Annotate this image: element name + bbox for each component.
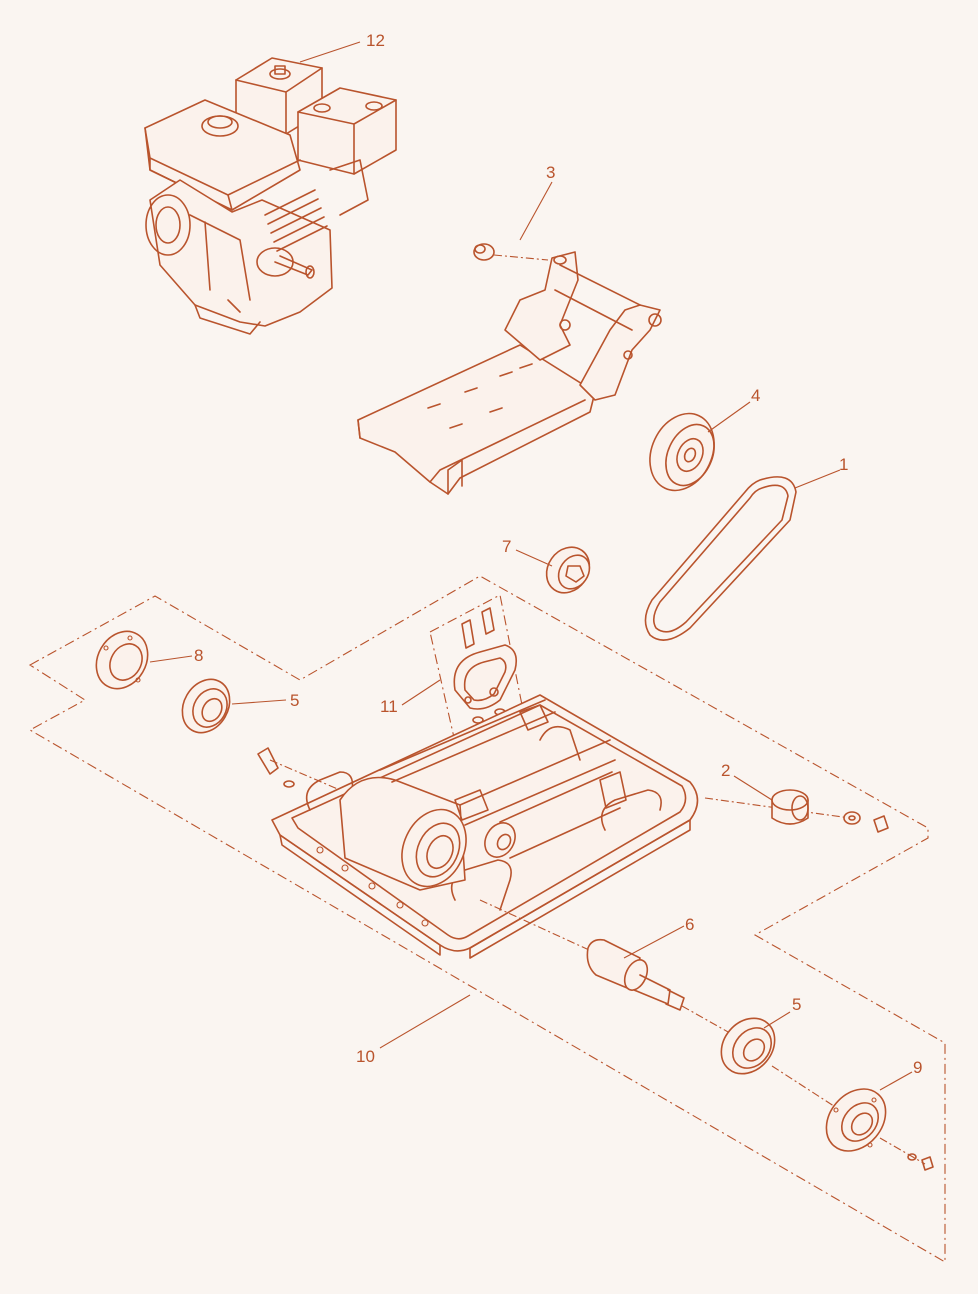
callout-10: 10 <box>356 1047 375 1066</box>
callout-4: 4 <box>751 386 760 405</box>
part-2-mount <box>704 789 889 833</box>
part-7-pulley <box>545 546 591 594</box>
callout-11: 11 <box>380 697 398 716</box>
part-5-bearing-right <box>720 1017 841 1111</box>
part-8-cover <box>95 630 149 690</box>
engine-part <box>144 57 397 335</box>
callout-9: 9 <box>913 1058 922 1077</box>
leader-lines <box>149 41 913 1091</box>
callout-5-left: 5 <box>290 691 299 710</box>
callout-6: 6 <box>685 915 694 934</box>
part-1-belt <box>644 476 797 641</box>
left-bolt <box>257 747 341 791</box>
callout-5-right: 5 <box>792 995 801 1014</box>
part-3-bushing <box>473 243 549 261</box>
part-5-bearing-left <box>181 678 231 734</box>
callout-7: 7 <box>502 537 511 556</box>
part-6-shaft <box>479 899 761 1051</box>
assembly-boundary <box>28 575 946 1263</box>
part-9-cover <box>825 1088 934 1171</box>
callout-12: 12 <box>366 31 385 50</box>
callout-3: 3 <box>546 163 555 182</box>
callout-8: 8 <box>194 646 203 665</box>
part-4-clutch <box>649 412 715 492</box>
part-10-base-plate <box>271 694 699 959</box>
callout-labels: 12 3 4 1 7 8 5 11 2 6 5 9 10 <box>194 31 922 1077</box>
callout-1: 1 <box>839 455 848 474</box>
callout-2: 2 <box>721 761 730 780</box>
engine-mount-frame <box>357 251 662 495</box>
